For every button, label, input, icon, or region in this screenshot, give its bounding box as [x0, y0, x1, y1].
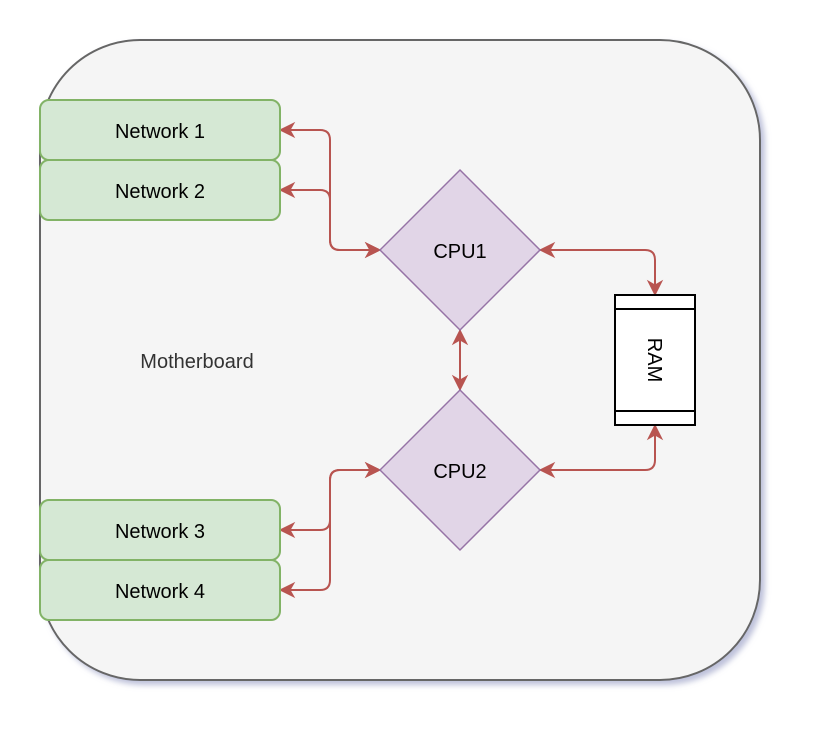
- edge-line[interactable]: [540, 425, 656, 471]
- edge-line[interactable]: [280, 189, 380, 251]
- edge-cpu1-ram[interactable]: [538, 241, 664, 297]
- arrowhead-icon: [278, 581, 296, 599]
- cpu-1-shape[interactable]: [378, 168, 542, 332]
- network-1-node[interactable]: Network 1: [39, 99, 281, 161]
- network-1-label: Network 1: [115, 121, 205, 143]
- network-2-shape[interactable]: [39, 159, 281, 221]
- arrowhead-icon: [646, 423, 664, 441]
- edge-cpu2-ram[interactable]: [538, 423, 664, 479]
- motherboard-label: Motherboard: [140, 351, 253, 373]
- edge-line[interactable]: [540, 249, 656, 295]
- arrowhead-icon: [278, 181, 296, 199]
- cpu-2-shape[interactable]: [378, 388, 542, 552]
- network-2-node[interactable]: Network 2: [39, 159, 281, 221]
- edge-line[interactable]: [280, 469, 380, 591]
- arrowhead-icon: [364, 461, 382, 479]
- edge-cpu1-cpu2[interactable]: [451, 328, 469, 392]
- arrowhead-icon: [538, 241, 556, 259]
- cpu-2-node[interactable]: CPU2: [378, 388, 542, 552]
- arrowhead-icon: [646, 279, 664, 297]
- ram-label: RAM: [643, 338, 665, 382]
- edge-cpu2-network4[interactable]: [278, 461, 382, 599]
- cpu-1-node[interactable]: CPU1: [378, 168, 542, 332]
- cpu-1-label: CPU1: [433, 241, 486, 263]
- arrowhead-icon: [451, 374, 469, 392]
- network-2-label: Network 2: [115, 181, 205, 203]
- cpu-2-label: CPU2: [433, 461, 486, 483]
- network-4-label: Network 4: [115, 581, 205, 603]
- ram-shape[interactable]: [614, 294, 696, 426]
- network-4-shape[interactable]: [39, 559, 281, 621]
- network-3-label: Network 3: [115, 521, 205, 543]
- ram-node[interactable]: RAM: [614, 294, 696, 426]
- arrowhead-icon: [278, 521, 296, 539]
- edges-layer: [278, 121, 664, 599]
- arrowhead-icon: [451, 328, 469, 346]
- arrowhead-icon: [538, 461, 556, 479]
- network-3-node[interactable]: Network 3: [39, 499, 281, 561]
- network-4-node[interactable]: Network 4: [39, 559, 281, 621]
- edge-cpu1-network2[interactable]: [278, 181, 382, 259]
- arrowhead-icon: [364, 241, 382, 259]
- arrowhead-icon: [278, 121, 296, 139]
